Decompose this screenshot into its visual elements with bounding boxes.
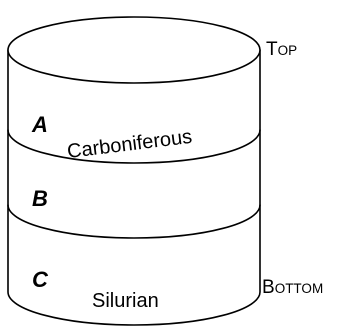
top-label-initial: T	[266, 39, 278, 60]
layer-a-letter: A	[31, 112, 48, 137]
bottom-label-initial: B	[262, 277, 275, 298]
layer-c-era-label: Silurian	[92, 290, 159, 312]
layer-boundary-a-b	[7, 129, 261, 164]
layer-boundary-b-c	[7, 204, 261, 239]
cylinder-body	[7, 49, 261, 326]
top-label: TOP	[266, 39, 297, 60]
bottom-label: BOTTOM	[262, 277, 323, 298]
layer-a-era-label: Carboniferous	[66, 126, 193, 163]
bottom-label-rest: OTTOM	[275, 281, 324, 296]
top-label-rest: OP	[278, 43, 298, 58]
cylinder-top-face	[7, 16, 261, 84]
layer-b-letter: B	[32, 186, 48, 211]
layer-c-letter: C	[32, 267, 49, 292]
